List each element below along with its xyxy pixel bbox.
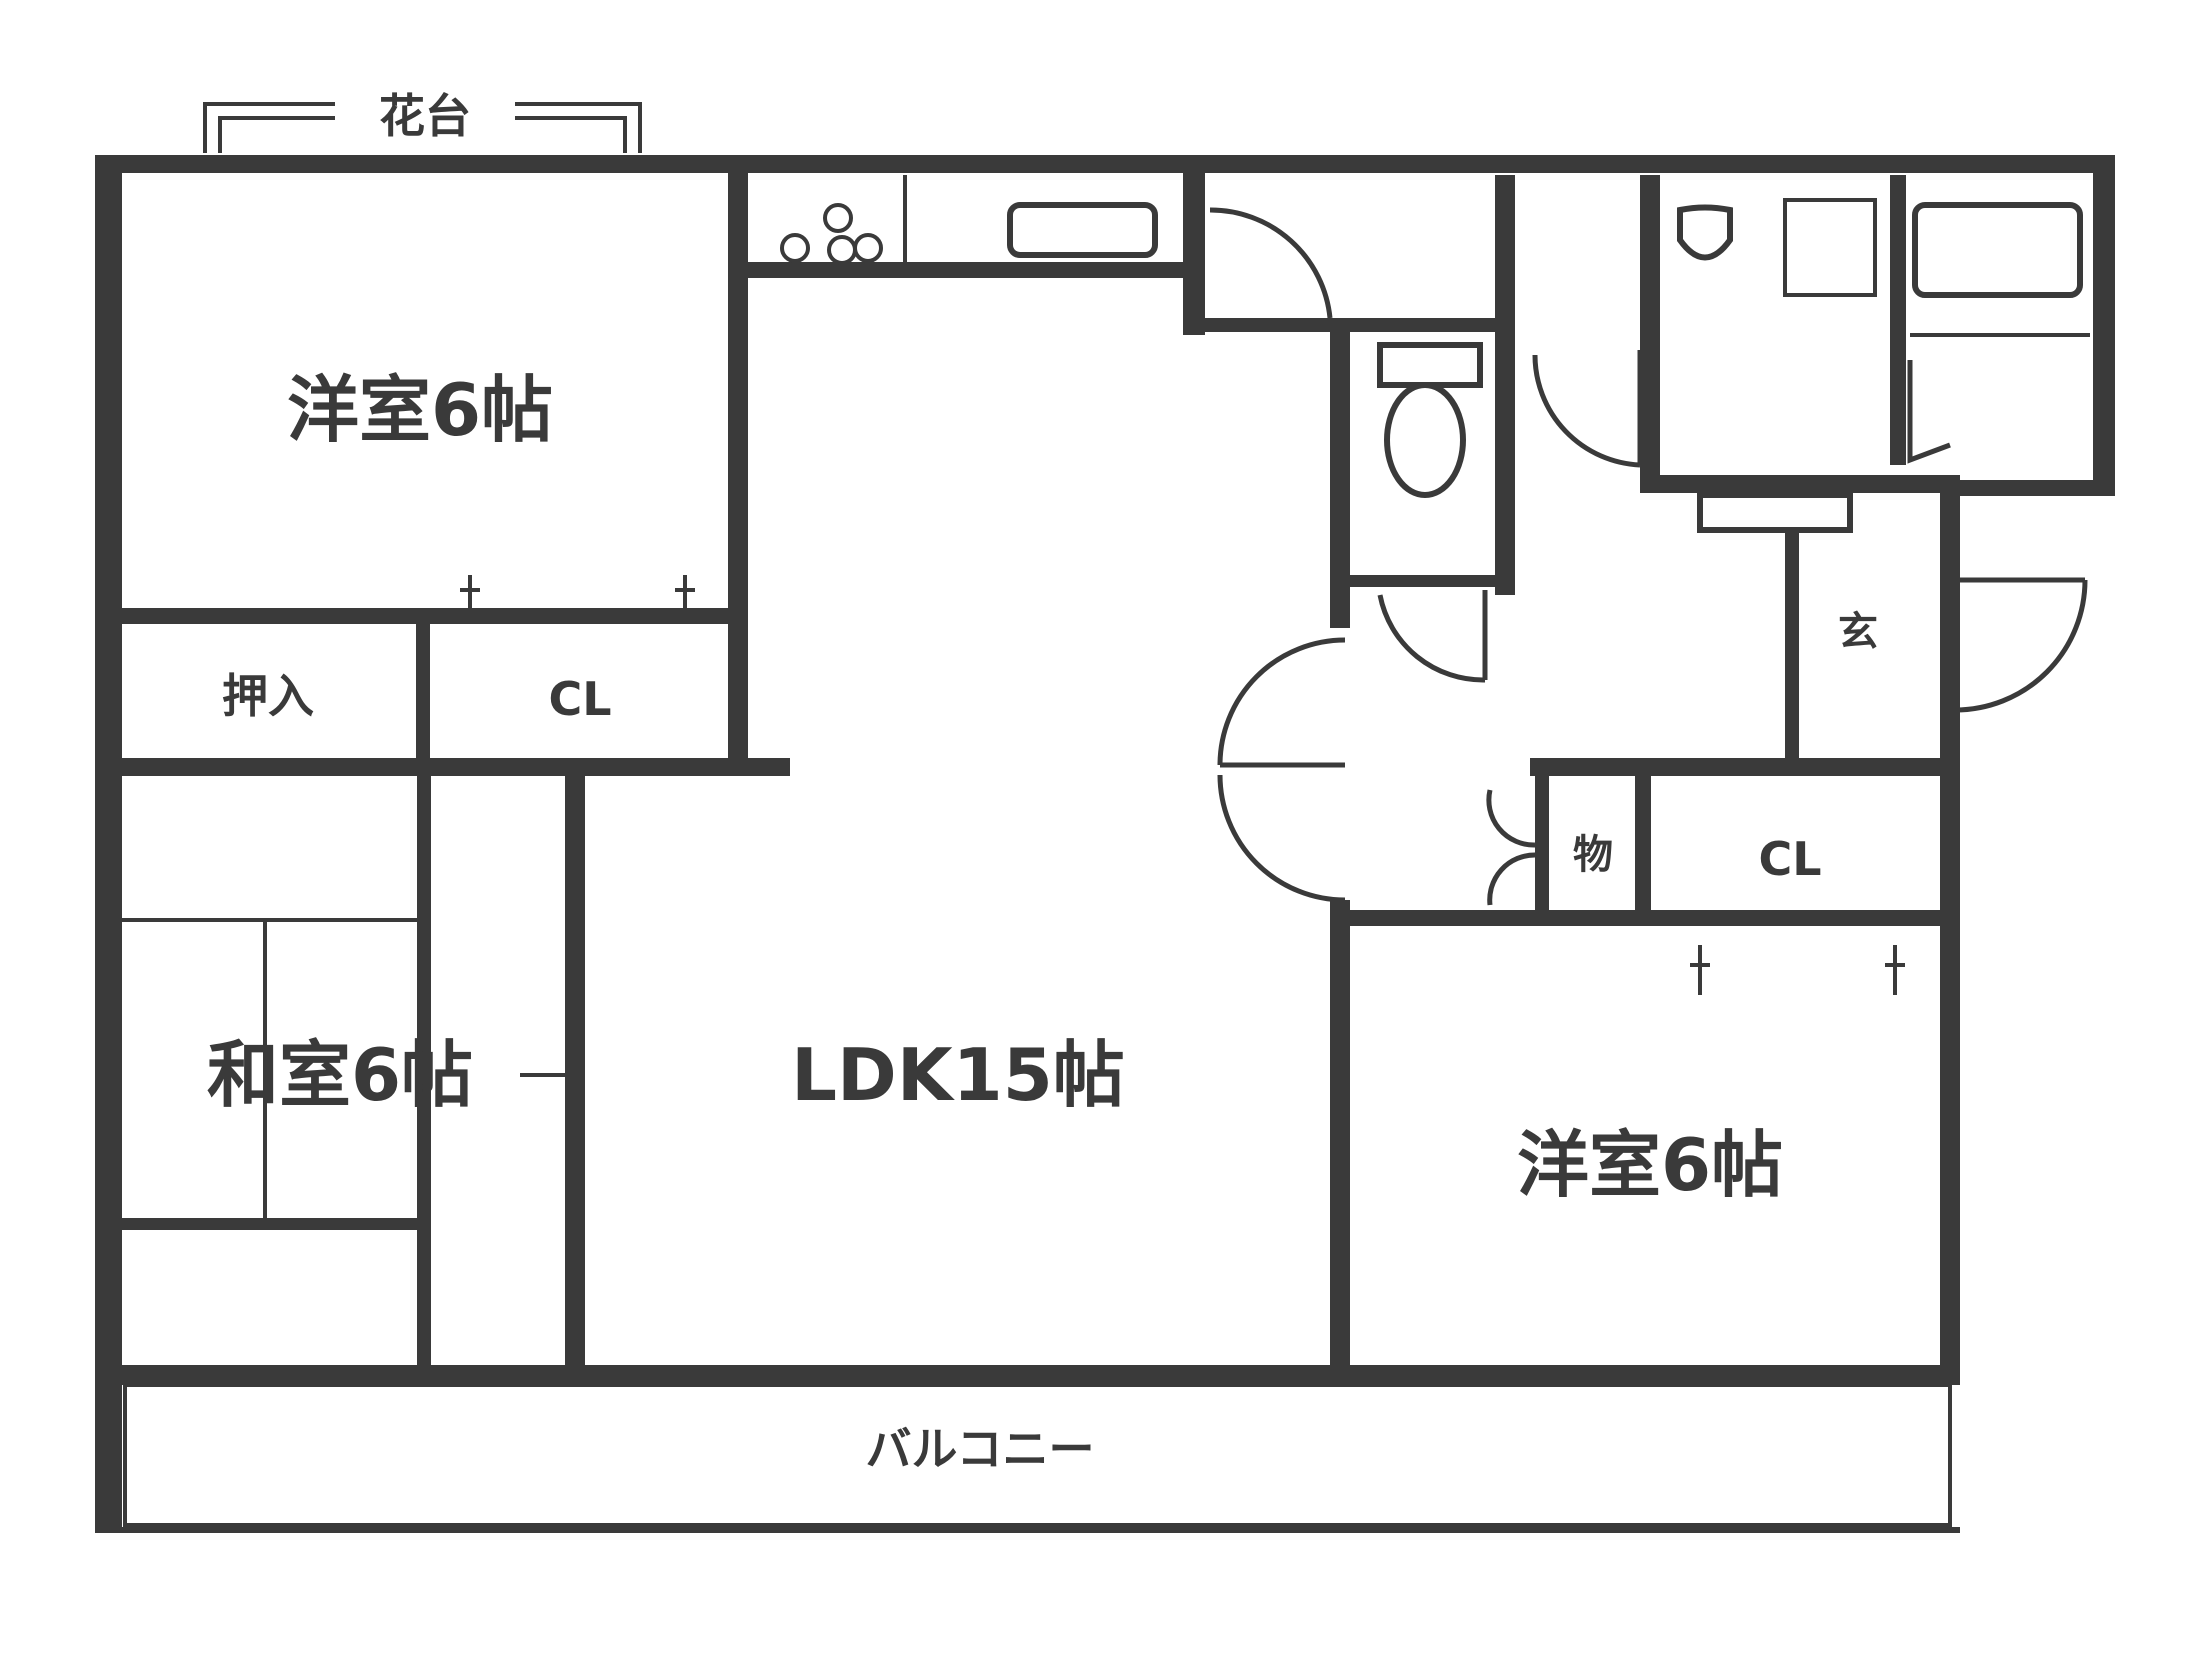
balcony-label: バルコニー bbox=[865, 1422, 1094, 1476]
stove-icon bbox=[780, 175, 907, 265]
storage-label: 物 bbox=[1573, 832, 1613, 878]
closet-right-label: CL bbox=[1758, 832, 1821, 886]
washbasin-icon bbox=[1677, 198, 1877, 297]
interior-walls bbox=[110, 165, 1960, 1375]
japanese-room-label: 和室6帖 bbox=[207, 1033, 473, 1117]
pantry-door bbox=[1209, 207, 1333, 319]
right-closet-doors bbox=[1690, 945, 1905, 995]
western-room-right-label: 洋室6帖 bbox=[1517, 1123, 1783, 1207]
bath-door bbox=[1907, 360, 1951, 464]
oshiire-label: 押入 bbox=[222, 669, 314, 723]
toilet-icon bbox=[1377, 342, 1483, 498]
closet-left-label: CL bbox=[548, 672, 611, 726]
ldk-double-door bbox=[1217, 637, 1346, 903]
balcony bbox=[95, 1383, 1960, 1533]
kitchen-sink-icon bbox=[1007, 202, 1158, 258]
flower-stand-label: 花台 bbox=[379, 89, 471, 143]
entrance-door bbox=[1954, 577, 2088, 713]
top-closet-doors bbox=[460, 575, 695, 608]
toilet-door bbox=[1377, 590, 1488, 683]
flower-stand bbox=[203, 82, 642, 153]
shoe-box-icon bbox=[1697, 492, 1853, 533]
bathtub-icon bbox=[1910, 202, 2090, 337]
outer-walls bbox=[95, 155, 2115, 1530]
storage-door bbox=[1486, 789, 1536, 906]
washroom-door bbox=[1532, 350, 1643, 468]
western-room-top-label: 洋室6帖 bbox=[287, 368, 553, 452]
tatami-lines bbox=[115, 918, 420, 1222]
entrance-label: 玄 bbox=[1838, 609, 1878, 655]
sliding-doors bbox=[520, 330, 738, 1210]
ldk-label: LDK15帖 bbox=[791, 1033, 1125, 1117]
